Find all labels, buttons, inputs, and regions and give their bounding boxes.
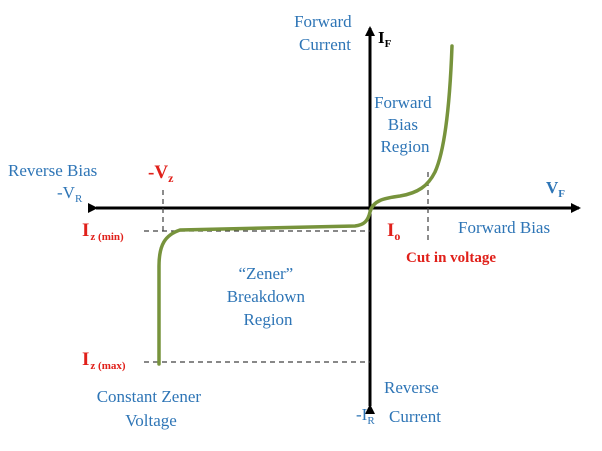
forward-bias-label: Forward Bias <box>458 218 550 237</box>
reverse-bias-label: Reverse Bias <box>8 161 97 180</box>
reverse-current-text-reverse: Reverse <box>384 378 439 397</box>
i-z-max-label: Iz (max) <box>82 349 126 372</box>
i-f-label: IF <box>378 28 392 50</box>
zener-iv-curve <box>157 44 454 366</box>
i-z-min-label: Iz (min) <box>82 220 124 243</box>
cut-in-voltage-label: Cut in voltage <box>406 250 496 266</box>
i-o-label: Io <box>387 220 400 243</box>
constant-zener-voltage-label: Constant Zener Voltage <box>97 387 206 430</box>
forward-current-label: Forward Current <box>294 12 356 54</box>
v-f-label: VF <box>546 178 565 200</box>
neg-v-r-label: -VR <box>57 183 83 205</box>
forward-bias-region-label: Forward Bias Region <box>374 93 436 156</box>
neg-v-z-label: -Vz <box>148 162 174 185</box>
reverse-current-text-current: Current <box>389 407 441 426</box>
zener-breakdown-region-label: “Zener” Breakdown Region <box>227 264 310 329</box>
neg-i-r-label: -IR <box>356 405 375 427</box>
